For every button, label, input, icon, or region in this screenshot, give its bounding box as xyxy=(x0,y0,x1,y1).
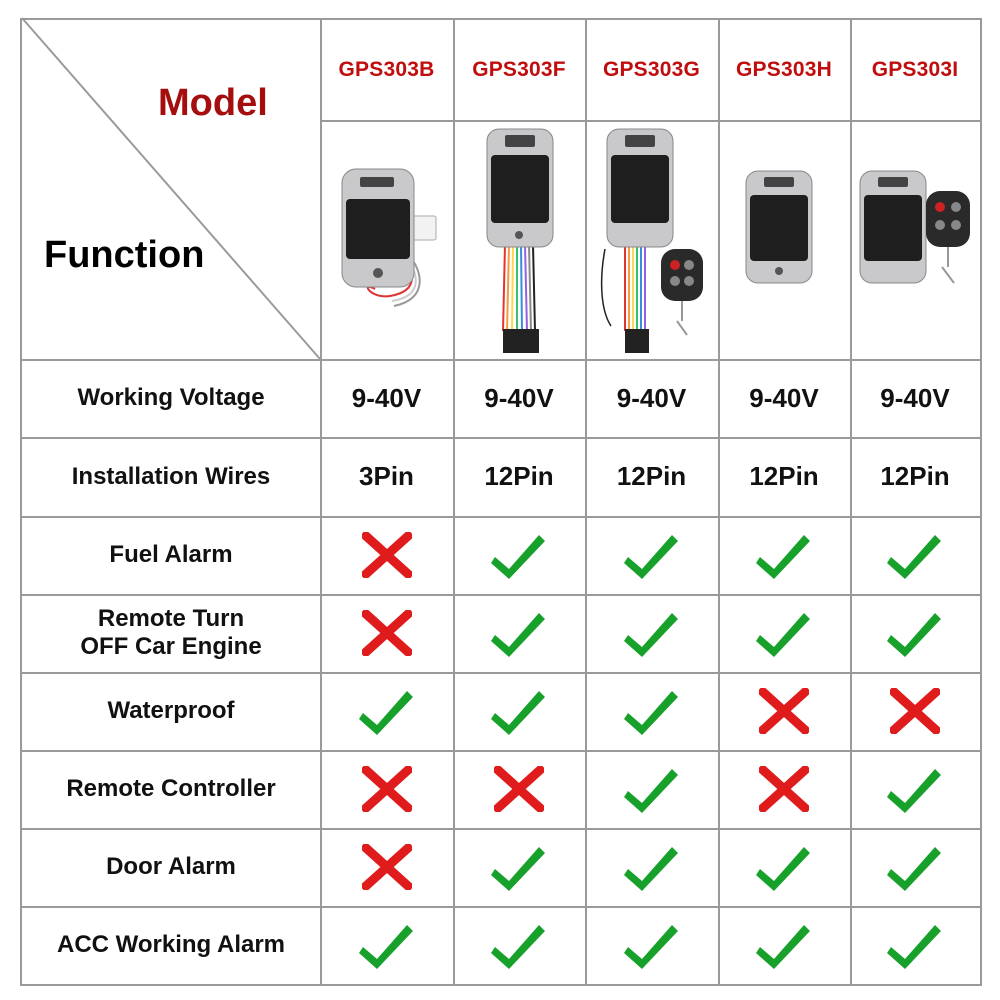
cell-wires-gps303f: 12Pin xyxy=(484,461,554,491)
grid-line-vertical xyxy=(320,18,322,984)
cross-icon xyxy=(718,672,850,750)
check-icon xyxy=(453,516,585,594)
cross-icon xyxy=(453,750,585,828)
device-image-gps303b xyxy=(320,121,453,359)
check-icon xyxy=(453,906,585,984)
check-icon xyxy=(585,750,718,828)
grid-line-horizontal xyxy=(20,359,982,361)
row-label-fuel-alarm: Fuel Alarm xyxy=(109,541,233,568)
row-label-working-voltage: Working Voltage xyxy=(77,384,265,411)
model-name-gps303h: GPS303H xyxy=(736,58,832,81)
check-icon xyxy=(850,750,980,828)
model-heading: Model xyxy=(158,82,268,124)
model-name-gps303b: GPS303B xyxy=(338,58,435,81)
gps-tracker-icon xyxy=(745,170,813,284)
model-name-gps303g: GPS303G xyxy=(602,58,701,81)
cell-wires-gps303g: 12Pin xyxy=(616,461,687,491)
cross-icon xyxy=(850,672,980,750)
grid-line-vertical xyxy=(585,18,587,984)
check-icon xyxy=(718,906,850,984)
grid-line-horizontal xyxy=(20,750,982,752)
check-icon xyxy=(585,828,718,906)
grid-line-horizontal xyxy=(20,906,982,908)
cell-wires-gps303b: 3Pin xyxy=(359,461,414,491)
cell-voltage-gps303i: 9-40V xyxy=(880,382,950,413)
check-icon xyxy=(850,828,980,906)
device-image-gps303f xyxy=(453,121,585,359)
grid-line-vertical xyxy=(850,18,852,984)
row-label-remote-controller: Remote Controller xyxy=(66,775,276,802)
check-icon xyxy=(718,516,850,594)
cross-icon xyxy=(320,594,453,672)
grid-line-horizontal xyxy=(20,437,982,439)
cell-wires-gps303i: 12Pin xyxy=(880,461,950,491)
row-label-installation-wires: Installation Wires xyxy=(71,462,271,490)
check-icon xyxy=(453,594,585,672)
cell-wires-gps303h: 12Pin xyxy=(749,461,819,491)
gps-tracker-3pin-harness-icon xyxy=(341,168,437,307)
cell-voltage-gps303h: 9-40V xyxy=(749,382,819,413)
check-icon xyxy=(453,828,585,906)
model-name-gps303f: GPS303F xyxy=(472,58,566,81)
row-label-remote-turn-off-engine: Remote Turn OFF Car Engine xyxy=(80,605,262,660)
check-icon xyxy=(320,672,453,750)
check-icon xyxy=(585,594,718,672)
gps-tracker-harness-remote-icon xyxy=(600,128,703,353)
grid-line-vertical xyxy=(718,18,720,984)
check-icon xyxy=(850,516,980,594)
check-icon xyxy=(453,672,585,750)
cell-voltage-gps303g: 9-40V xyxy=(616,382,687,413)
check-icon xyxy=(320,906,453,984)
check-icon xyxy=(850,594,980,672)
gps-tracker-remote-icon xyxy=(859,170,970,284)
function-heading: Function xyxy=(44,234,205,276)
grid-line-horizontal xyxy=(320,120,982,122)
check-icon xyxy=(585,672,718,750)
grid-line-vertical xyxy=(453,18,455,984)
grid-line-vertical xyxy=(980,18,982,984)
device-image-gps303i xyxy=(850,121,980,359)
cross-icon xyxy=(320,750,453,828)
cross-icon xyxy=(320,516,453,594)
row-label-door-alarm: Door Alarm xyxy=(106,853,236,880)
grid-line-horizontal xyxy=(20,828,982,830)
grid-line-vertical xyxy=(20,18,22,984)
check-icon xyxy=(585,516,718,594)
cross-icon xyxy=(718,750,850,828)
grid-line-horizontal xyxy=(20,672,982,674)
grid-line-horizontal xyxy=(20,516,982,518)
model-name-gps303i: GPS303I xyxy=(871,58,959,81)
row-label-waterproof: Waterproof xyxy=(107,697,235,724)
device-image-gps303g xyxy=(585,121,718,359)
check-icon xyxy=(718,828,850,906)
grid-line-horizontal xyxy=(20,18,982,20)
device-image-gps303h xyxy=(718,121,850,359)
check-icon xyxy=(718,594,850,672)
grid-line-horizontal xyxy=(20,594,982,596)
cell-voltage-gps303f: 9-40V xyxy=(484,382,554,413)
cell-voltage-gps303b: 9-40V xyxy=(351,382,422,413)
grid-line-horizontal xyxy=(20,984,982,986)
cross-icon xyxy=(320,828,453,906)
gps-tracker-12pin-harness-icon xyxy=(486,128,554,353)
row-label-acc-working-alarm: ACC Working Alarm xyxy=(56,931,286,958)
check-icon xyxy=(585,906,718,984)
check-icon xyxy=(850,906,980,984)
